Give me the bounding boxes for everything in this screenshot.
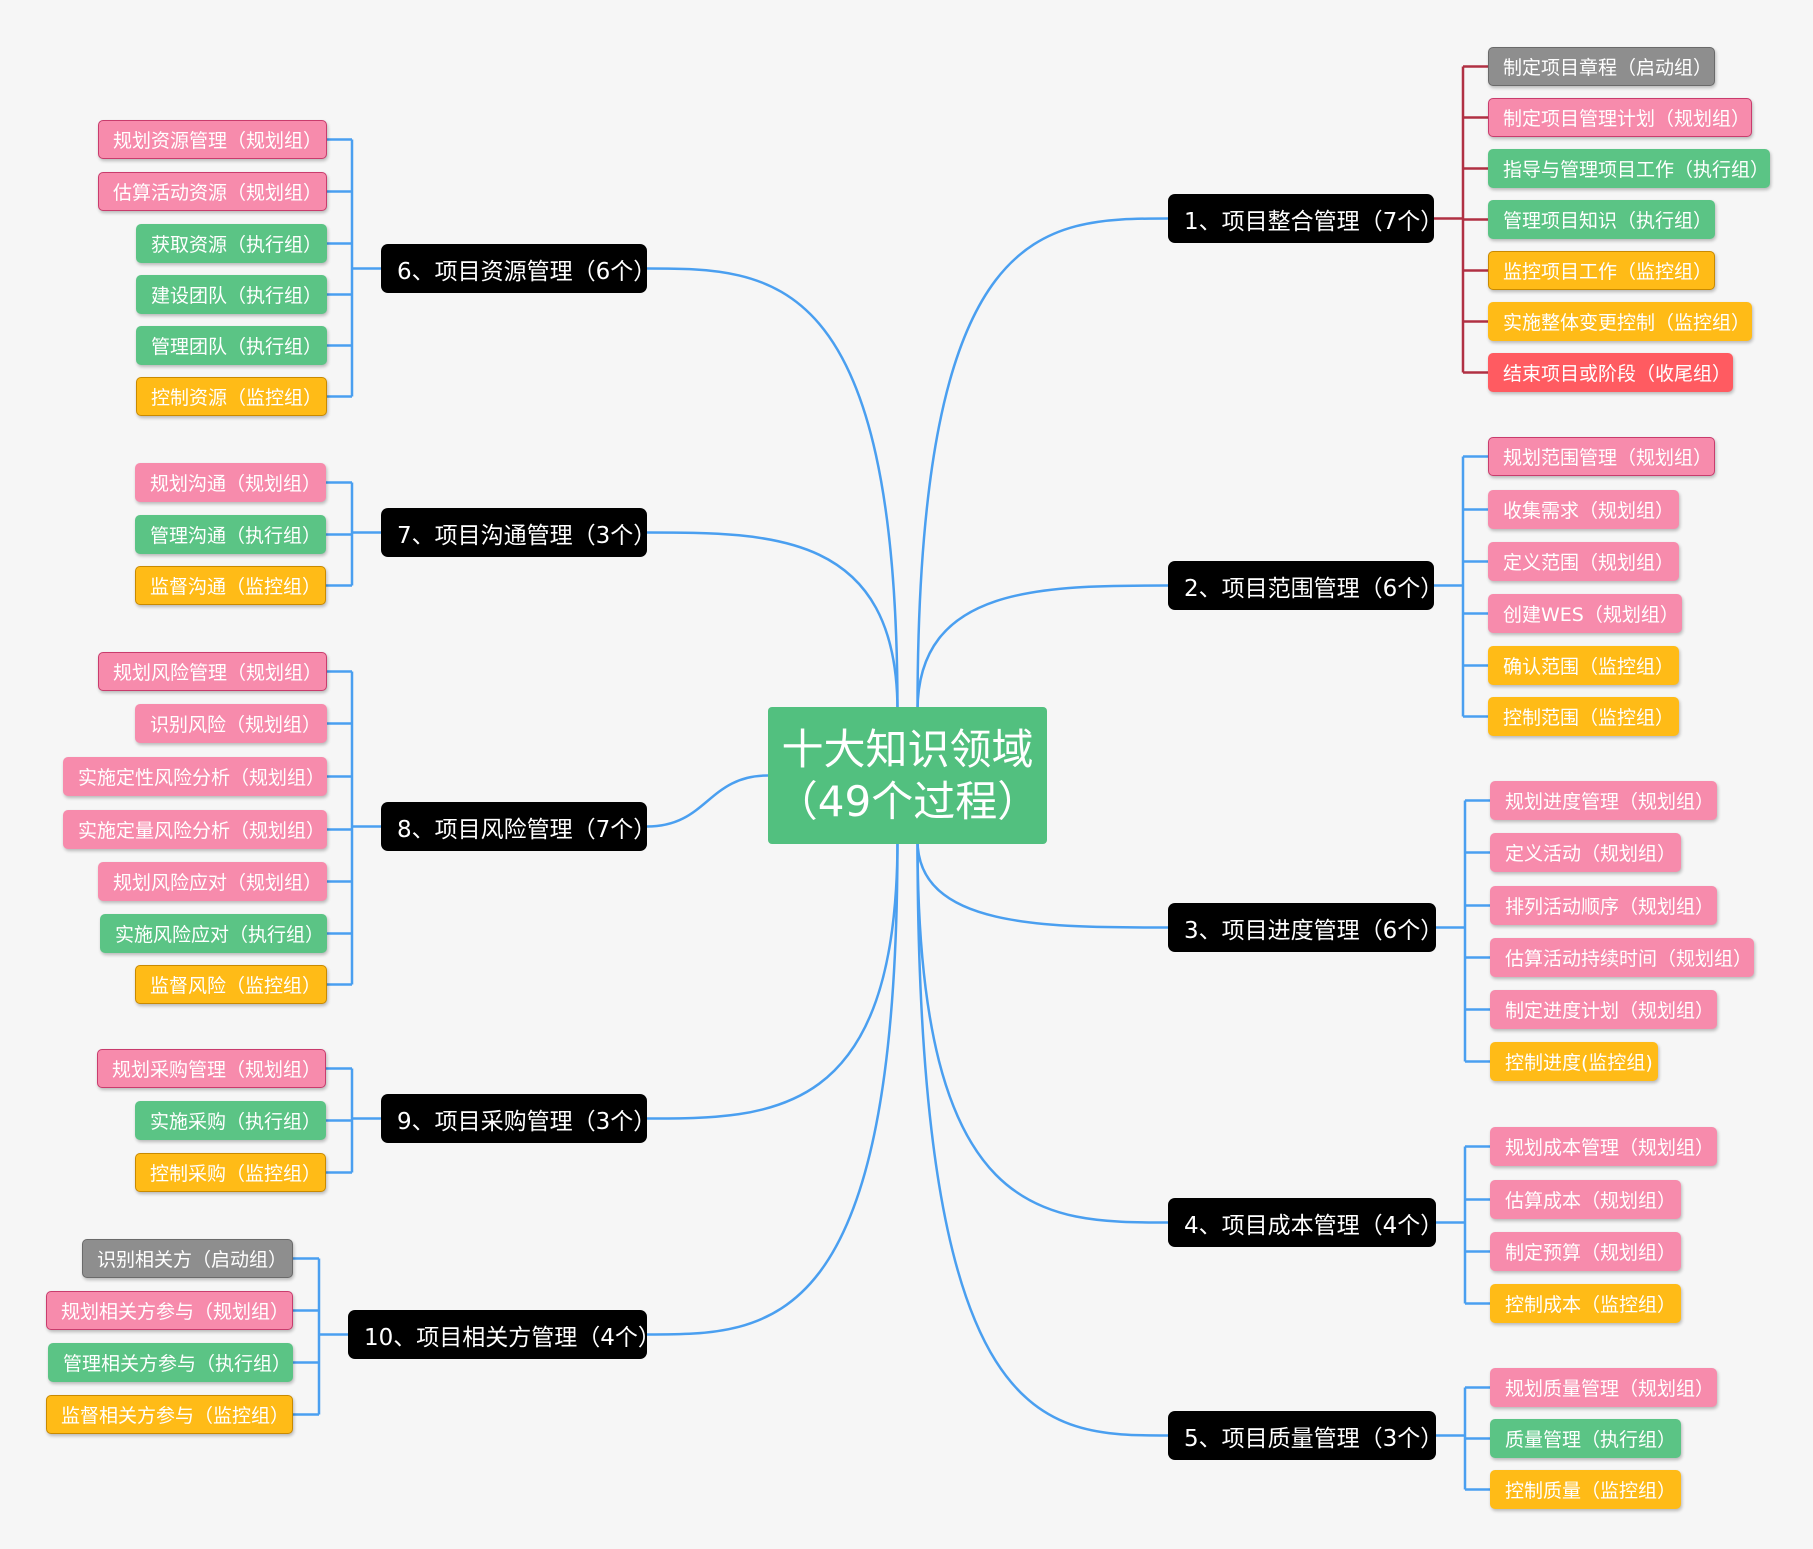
- process-define-scope[interactable]: 定义范围（规划组）: [1488, 542, 1679, 581]
- process-manage-team[interactable]: 管理团队（执行组）: [136, 326, 327, 365]
- central-topic-title: 十大知识领域: [781, 724, 1034, 774]
- process-monitor-communications[interactable]: 监督沟通（监控组）: [135, 566, 326, 605]
- process-control-scope[interactable]: 控制范围（监控组）: [1488, 697, 1679, 736]
- area-stakeholder[interactable]: 10、项目相关方管理（4个）: [348, 1310, 661, 1359]
- process-conduct-procurements[interactable]: 实施采购（执行组）: [135, 1101, 326, 1140]
- process-implement-risk-responses[interactable]: 实施风险应对（执行组）: [100, 914, 327, 953]
- area-cost[interactable]: 4、项目成本管理（4个）: [1168, 1198, 1443, 1247]
- process-plan-communications[interactable]: 规划沟通（规划组）: [135, 463, 326, 502]
- process-control-costs[interactable]: 控制成本（监控组）: [1490, 1284, 1681, 1323]
- process-determine-budget[interactable]: 制定预算（规划组）: [1490, 1232, 1681, 1271]
- process-plan-cost[interactable]: 规划成本管理（规划组）: [1490, 1127, 1717, 1166]
- area-scope[interactable]: 2、项目范围管理（6个）: [1168, 561, 1443, 610]
- process-manage-stakeholder-engagement[interactable]: 管理相关方参与（执行组）: [48, 1343, 293, 1382]
- process-sequence-activities[interactable]: 排列活动顺序（规划组）: [1490, 886, 1717, 925]
- process-estimate-activity-resources[interactable]: 估算活动资源（规划组）: [98, 172, 327, 211]
- process-create-wbs[interactable]: 创建WES（规划组）: [1488, 594, 1682, 633]
- area-connector: [646, 839, 899, 1120]
- process-integrated-change-control[interactable]: 实施整体变更控制（监控组）: [1488, 302, 1752, 341]
- process-plan-risk-responses[interactable]: 规划风险应对（规划组）: [98, 862, 327, 901]
- process-collect-requirements[interactable]: 收集需求（规划组）: [1488, 490, 1679, 529]
- process-direct-manage-work[interactable]: 指导与管理项目工作（执行组）: [1488, 149, 1770, 188]
- area-communication[interactable]: 7、项目沟通管理（3个）: [381, 508, 656, 557]
- process-qualitative-analysis[interactable]: 实施定性风险分析（规划组）: [63, 757, 327, 796]
- area-connector: [646, 839, 899, 1336]
- process-plan-risk[interactable]: 规划风险管理（规划组）: [98, 652, 327, 691]
- area-resource[interactable]: 6、项目资源管理（6个）: [381, 244, 656, 293]
- process-estimate-costs[interactable]: 估算成本（规划组）: [1490, 1180, 1681, 1219]
- area-quality[interactable]: 5、项目质量管理（3个）: [1168, 1411, 1443, 1460]
- process-plan-quality[interactable]: 规划质量管理（规划组）: [1490, 1368, 1717, 1407]
- process-plan-resource[interactable]: 规划资源管理（规划组）: [98, 120, 327, 159]
- process-validate-scope[interactable]: 确认范围（监控组）: [1488, 646, 1679, 685]
- process-monitor-stakeholder-engagement[interactable]: 监督相关方参与（监控组）: [46, 1395, 293, 1434]
- process-develop-schedule[interactable]: 制定进度计划（规划组）: [1490, 990, 1717, 1029]
- process-monitor-control-work[interactable]: 监控项目工作（监控组）: [1488, 251, 1715, 290]
- area-connector: [916, 217, 1169, 712]
- area-procurement[interactable]: 9、项目采购管理（3个）: [381, 1094, 656, 1143]
- area-connector: [646, 267, 899, 712]
- central-topic-subtitle: （49个过程）: [775, 776, 1040, 826]
- process-plan-scope[interactable]: 规划范围管理（规划组）: [1488, 437, 1715, 476]
- process-manage-quality[interactable]: 质量管理（执行组）: [1490, 1419, 1681, 1458]
- process-monitor-risks[interactable]: 监督风险（监控组）: [135, 965, 327, 1004]
- process-develop-pm-plan[interactable]: 制定项目管理计划（规划组）: [1488, 98, 1752, 137]
- area-connector: [646, 531, 899, 712]
- area-connector: [916, 584, 1169, 712]
- process-plan-stakeholder-engagement[interactable]: 规划相关方参与（规划组）: [46, 1291, 293, 1330]
- process-estimate-durations[interactable]: 估算活动持续时间（规划组）: [1490, 938, 1754, 977]
- process-identify-stakeholders[interactable]: 识别相关方（启动组）: [82, 1239, 293, 1278]
- process-control-procurements[interactable]: 控制采购（监控组）: [135, 1153, 326, 1192]
- process-control-schedule[interactable]: 控制进度(监控组): [1490, 1042, 1658, 1081]
- process-control-quality[interactable]: 控制质量（监控组）: [1490, 1470, 1681, 1509]
- process-develop-team[interactable]: 建设团队（执行组）: [136, 275, 327, 314]
- area-schedule[interactable]: 3、项目进度管理（6个）: [1168, 903, 1443, 952]
- process-define-activities[interactable]: 定义活动（规划组）: [1490, 833, 1681, 872]
- process-plan-schedule[interactable]: 规划进度管理（规划组）: [1490, 781, 1717, 820]
- process-close-project[interactable]: 结束项目或阶段（收尾组）: [1488, 353, 1733, 392]
- central-topic[interactable]: 十大知识领域 （49个过程）: [768, 707, 1047, 844]
- process-develop-project-charter[interactable]: 制定项目章程（启动组）: [1488, 47, 1715, 86]
- process-identify-risks[interactable]: 识别风险（规划组）: [135, 704, 327, 743]
- process-control-resources[interactable]: 控制资源（监控组）: [136, 377, 327, 416]
- area-risk[interactable]: 8、项目风险管理（7个）: [381, 802, 656, 851]
- process-manage-communications[interactable]: 管理沟通（执行组）: [135, 515, 326, 554]
- area-connector: [646, 774, 769, 828]
- area-connector: [916, 839, 1169, 929]
- process-acquire-resources[interactable]: 获取资源（执行组）: [136, 224, 327, 263]
- area-integration[interactable]: 1、项目整合管理（7个）: [1168, 194, 1443, 243]
- process-manage-knowledge[interactable]: 管理项目知识（执行组）: [1488, 200, 1715, 239]
- area-connector: [916, 839, 1169, 1224]
- process-quantitative-analysis[interactable]: 实施定量风险分析（规划组）: [63, 810, 327, 849]
- area-connector: [916, 839, 1169, 1437]
- process-plan-procurement[interactable]: 规划采购管理（规划组）: [97, 1049, 326, 1088]
